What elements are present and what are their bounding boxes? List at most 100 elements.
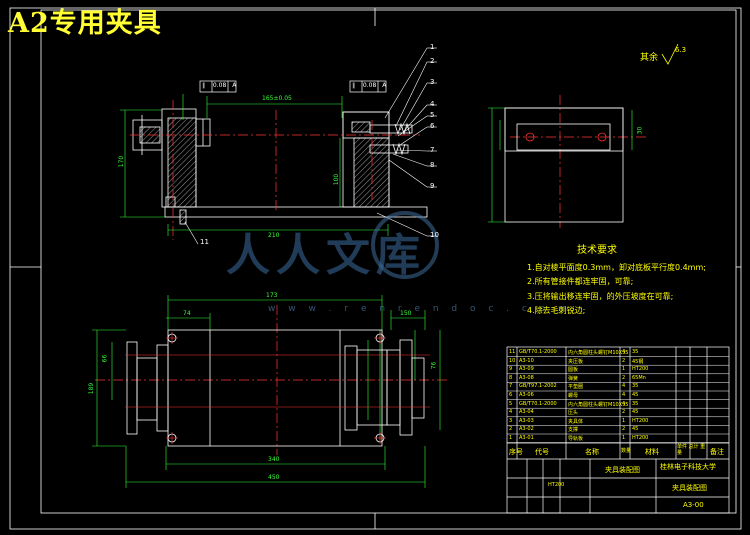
bom-cell-no: 11	[509, 349, 516, 355]
bom-cell-code: A3-01	[519, 435, 534, 441]
bom-header-remark: 备注	[710, 448, 724, 456]
bom-cell-no: 9	[509, 366, 513, 373]
title-block-lines	[506, 346, 730, 514]
bom-cell-code: A3-08	[519, 374, 534, 381]
bom-cell-qty: 4	[622, 400, 626, 407]
bom-cell-code: A3-10	[519, 357, 534, 364]
side-holes	[525, 132, 607, 142]
bom-cell-code: GB/T70.1-2000	[519, 400, 557, 407]
bom-cell-code: A3-04	[519, 409, 534, 416]
watermark-url: w w w . r e n r e n d o c . c o m	[268, 304, 572, 314]
tech-item: 1.自对棱平面度0.3mm，卸对底板平行度0.4mm;	[527, 262, 706, 272]
bom-cell-qty: 1	[622, 366, 626, 373]
plan-hole-centers	[166, 332, 386, 444]
bom-row-lines	[507, 356, 729, 443]
plan-view	[126, 329, 425, 447]
tech-heading: 技术要求	[577, 245, 617, 256]
callout-number: 1	[430, 43, 435, 51]
bom-cell-name: 螺母	[568, 393, 579, 399]
bom-cell-name: 压头	[568, 410, 579, 417]
dim-plan-left: 74	[183, 310, 191, 317]
bom-cell-code: A3-06	[519, 392, 534, 398]
callout-number: 9	[430, 182, 435, 190]
bom-cell-no: 1	[509, 435, 513, 441]
tolerance-left: ∥ 0.08 A	[202, 82, 236, 89]
bom-cell-code: A3-03	[519, 417, 534, 424]
tolerance-datum: A	[382, 82, 387, 89]
watermark-logo	[371, 211, 439, 279]
sheet-title: A2专用夹具	[8, 8, 162, 39]
callout-number: 5	[430, 111, 435, 119]
dim-front-top: 165±0.05	[262, 95, 292, 102]
bom-cell-mat: HT200	[632, 366, 649, 373]
tolerance-symbol: ∥	[352, 82, 355, 89]
watermark-text: 人人文库	[226, 230, 426, 281]
callout-number: 11	[200, 238, 209, 246]
bom-cell-no: 6	[509, 392, 513, 398]
bom-header-qty: 数量	[621, 448, 632, 454]
dim-plan-height: 189	[88, 382, 96, 395]
bom-cell-no: 5	[509, 400, 513, 407]
roughness-label: 其余	[640, 53, 659, 63]
dim-side-h1: 66	[101, 354, 109, 363]
bom-cell-no: 3	[509, 417, 513, 424]
tech-requirements: 技术要求 1.自对棱平面度0.3mm，卸对底板平行度0.4mm; 2.所有管接件…	[527, 244, 706, 319]
callout-number: 3	[430, 78, 435, 86]
callout-number: 7	[430, 146, 435, 154]
roughness-symbol	[661, 43, 679, 65]
center-lines	[95, 95, 648, 455]
bom-cell-mat: HT200	[632, 435, 649, 441]
title-school: 桂林电子科技大学	[660, 463, 716, 471]
bom-cell-qty: 1	[622, 417, 626, 424]
bom-cell-qty: 4	[622, 392, 626, 398]
bom-cell-name: 平垫圈	[568, 384, 584, 391]
tolerance-value: 0.08	[212, 82, 227, 89]
bom-cell-mat: 35	[632, 400, 639, 407]
bom-cell-qty: 4	[622, 349, 626, 355]
bom-cell-name: 内六角圆柱头螺钉M10X35	[568, 350, 629, 356]
tolerance-datum: A	[232, 82, 237, 89]
bom-cell-name: 弹簧	[568, 375, 579, 382]
tolerance-symbol: ∥	[202, 82, 205, 89]
dim-plan-upper: 173	[266, 292, 278, 299]
bom-cell-no: 7	[509, 383, 513, 390]
dim-plan-w2: 76	[430, 361, 438, 370]
bom-cell-mat: 45钢	[632, 358, 644, 365]
bom-cell-no: 4	[509, 409, 513, 416]
tolerance-frame-right	[349, 80, 387, 93]
bom-cell-mat: 65Mn	[632, 374, 646, 381]
callout-number: 8	[430, 161, 435, 169]
roughness-note: 其余 6.3	[640, 46, 686, 63]
bom-header-no: 序号	[509, 448, 523, 456]
tech-item: 2.所有管接件都连牢固，可靠;	[527, 277, 634, 286]
bom-cell-qty: 2	[622, 426, 626, 433]
dim-front-width: 210	[268, 232, 280, 239]
callout-number: 6	[430, 122, 435, 130]
bom-header-mat: 材料	[645, 448, 659, 456]
dim-plan-total: 450	[268, 474, 280, 481]
bom-cell-name: 夹压板	[568, 358, 584, 365]
side-view	[504, 107, 624, 223]
bom-cell-qty: 4	[622, 383, 626, 390]
callout-number: 10	[430, 231, 439, 239]
tolerance-right: ∥ 0.08 A	[352, 82, 386, 89]
tolerance-value: 0.08	[362, 82, 377, 89]
dim-front-height: 170	[118, 155, 126, 168]
title-sheet-name: 夹具装配图	[672, 484, 707, 492]
tech-item: 3.压将输出移连牢固，的外压坡度在可靠;	[527, 291, 674, 301]
plan-bolt-lines	[125, 354, 430, 408]
bom-cell-code: A3-02	[519, 426, 534, 433]
bom-cell-qty: 2	[622, 374, 626, 381]
dimension-lines	[92, 94, 633, 488]
bom-cell-mat: 45	[632, 409, 639, 416]
dim-front-right-h: 100	[333, 173, 341, 186]
dim-plan-right: 150	[400, 310, 412, 317]
bom-cell-qty: 2	[622, 357, 626, 364]
roughness-value: 6.3	[674, 46, 687, 54]
bom-header-code: 代号	[535, 448, 549, 456]
leader-lines	[184, 47, 437, 245]
bom-cell-code: GB/T70.1-2000	[519, 349, 557, 355]
title-material: HT200	[548, 482, 565, 488]
